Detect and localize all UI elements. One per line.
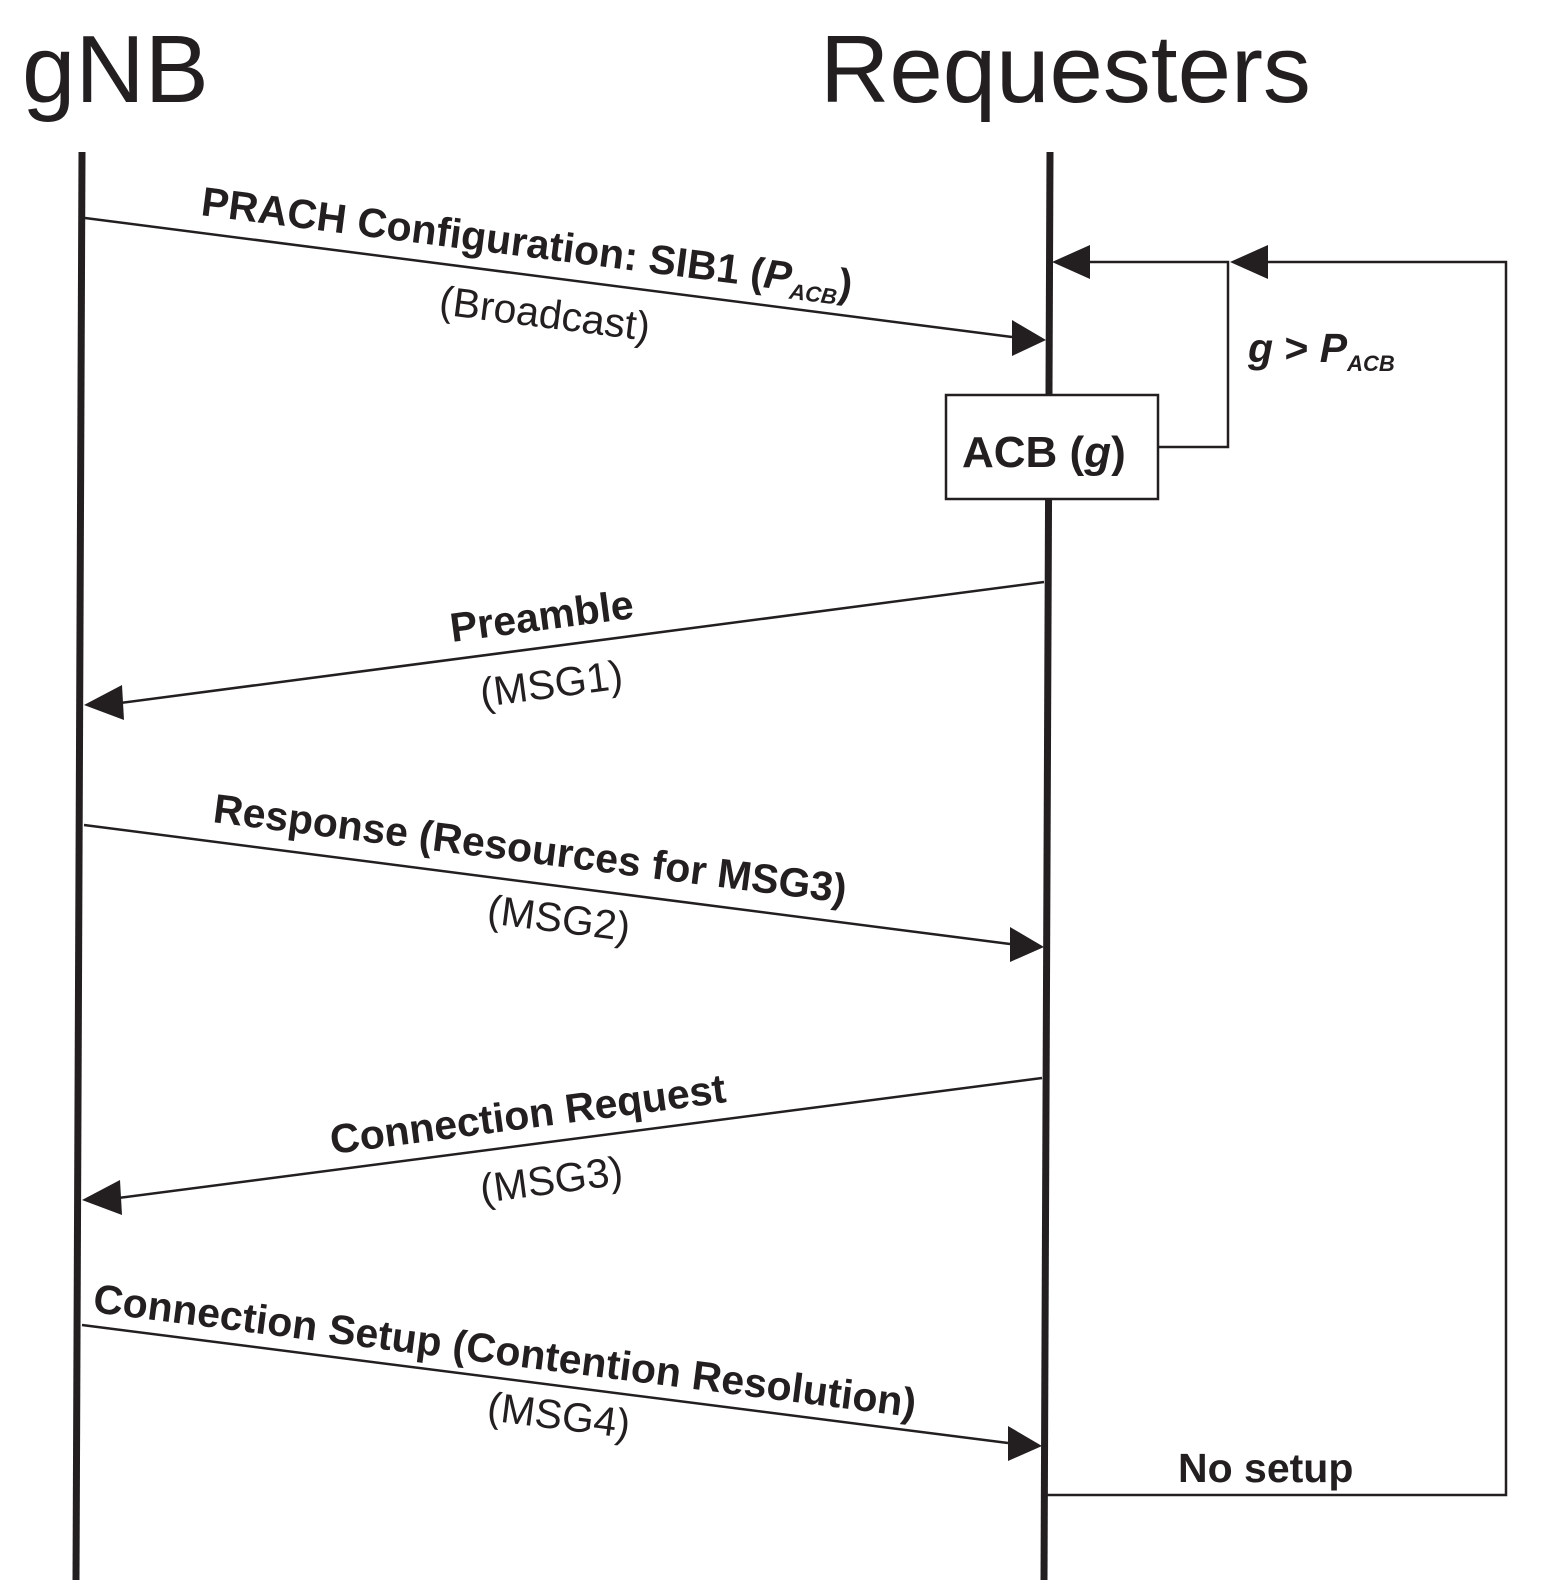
arrowhead-left-icon (82, 1180, 122, 1215)
message-response: Response (Resources for MSG3) (MSG2) (83, 785, 1044, 962)
acb-box-label: ACB (g) (962, 428, 1126, 477)
message-sublabel: (MSG1) (477, 652, 625, 716)
arrowhead-right-icon (1010, 927, 1044, 962)
message-label: Connection Request (327, 1065, 729, 1163)
message-connection-setup: Connection Setup (Contention Resolution)… (81, 1275, 1042, 1461)
message-prach-configuration: PRACH Configuration: SIB1 (PACB) (Broadc… (84, 178, 1046, 356)
message-sublabel: (MSG2) (485, 886, 633, 950)
arrowhead-right-icon (1012, 320, 1046, 356)
message-sublabel: (Broadcast) (437, 277, 653, 350)
arrowhead-right-icon (1008, 1426, 1042, 1461)
actor-gnb: gNB (22, 16, 209, 123)
message-preamble: Preamble (MSG1) (84, 580, 1045, 720)
requesters-lifeline (1040, 151, 1054, 1581)
gnb-lifeline (72, 151, 86, 1581)
arrowhead-left-icon (84, 685, 124, 720)
arrowhead-left-icon (1230, 245, 1268, 279)
condition-label: g > PACB (1247, 325, 1395, 376)
message-label: Preamble (447, 581, 636, 651)
no-setup-loop: No setup (1046, 245, 1508, 1497)
acb-box: ACB (g) (944, 393, 1160, 501)
acb-retry-loop: g > PACB (1052, 245, 1395, 449)
arrowhead-left-icon (1052, 245, 1090, 279)
message-connection-request: Connection Request (MSG3) (82, 1065, 1043, 1215)
message-sublabel: (MSG3) (477, 1148, 625, 1212)
no-setup-label: No setup (1178, 1445, 1353, 1491)
actor-requesters: Requesters (820, 16, 1311, 123)
